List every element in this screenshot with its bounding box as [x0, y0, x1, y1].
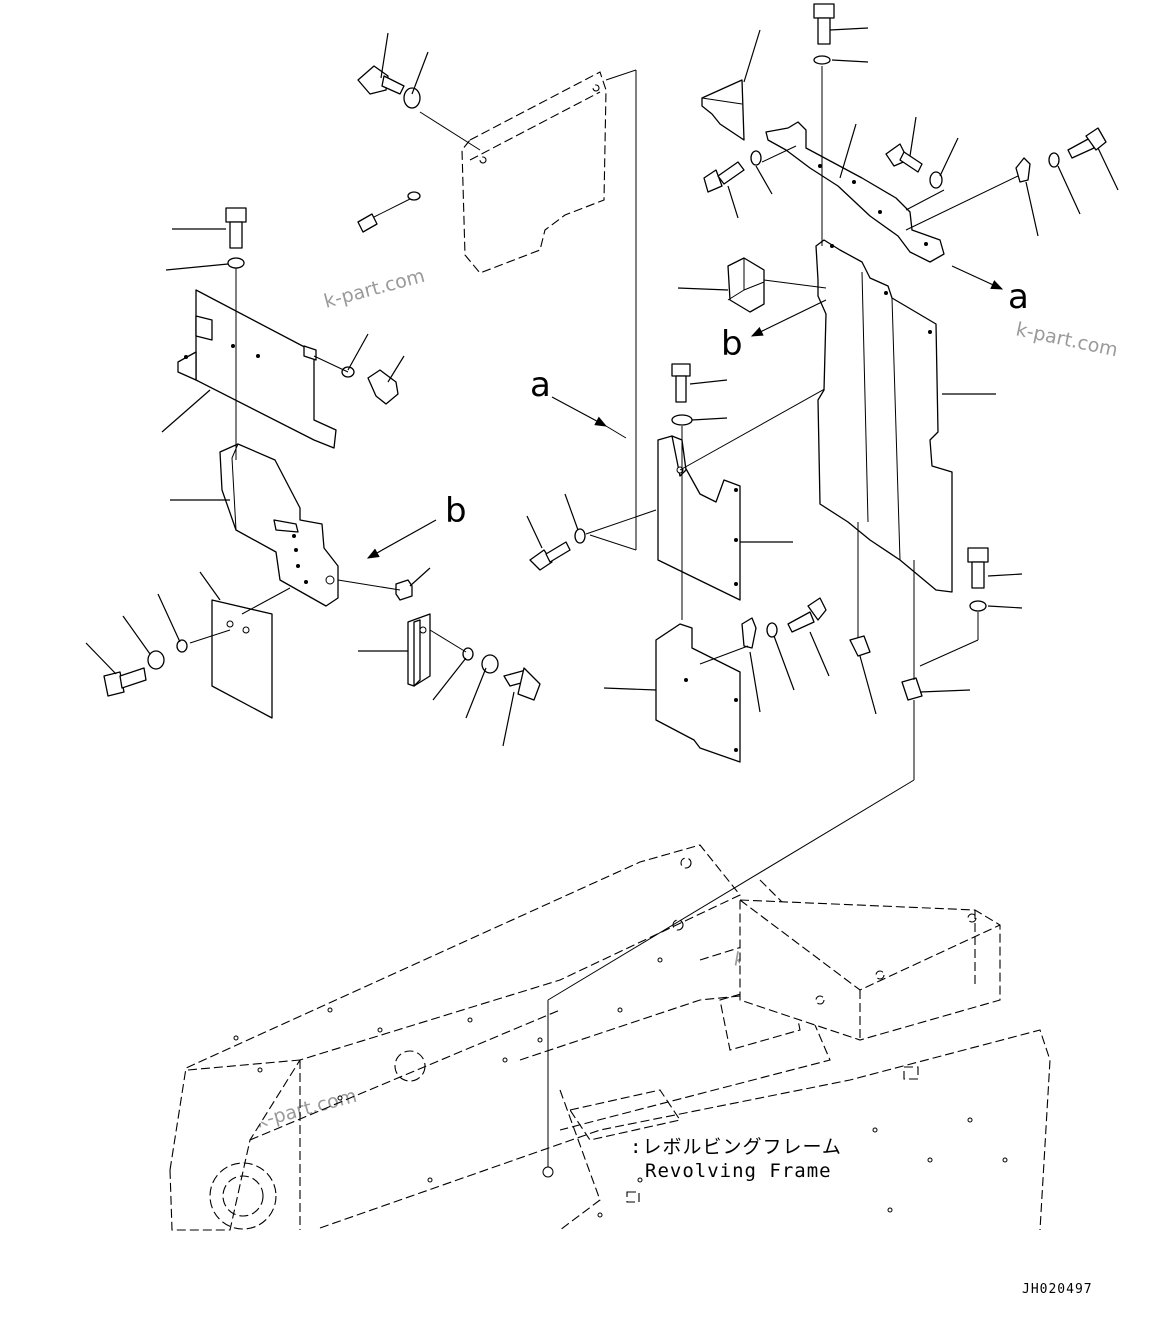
- left-small-angle: [407, 613, 431, 687]
- callout-a-middle: a: [530, 365, 551, 405]
- left-spacer-block: [395, 579, 413, 601]
- frame-boss: [209, 1162, 277, 1230]
- left-bracket: [219, 443, 339, 607]
- middle-leader-lines: [526, 379, 830, 713]
- bolt-head-1: [225, 207, 247, 223]
- drawing-code: JH020497: [1022, 1282, 1093, 1297]
- callout-b-right-arrow: [750, 299, 827, 337]
- frame-bore-2: [222, 1175, 264, 1217]
- bolt-head-6: [671, 363, 691, 377]
- middle-lower-cover: [655, 623, 741, 763]
- bolt-head-10: [703, 169, 723, 193]
- middle-upper-cover: [657, 435, 741, 601]
- reference-panel-top: [461, 71, 607, 274]
- right-top-angle: [701, 79, 745, 141]
- callout-a-right: a: [1008, 277, 1029, 317]
- frame-label-japanese: :レボルビングフレーム: [630, 1136, 842, 1158]
- bolt-head-5: [517, 667, 541, 701]
- dashed-bolt-head: [357, 213, 378, 233]
- left-upper-plate: [177, 289, 337, 449]
- bolt-head-2: [367, 369, 399, 405]
- right-top-bracket: [765, 121, 945, 263]
- frame-holes: [233, 957, 1008, 1218]
- right-alignment-lines: [542, 66, 1019, 1178]
- bolt-head-12: [1085, 127, 1107, 151]
- clip-2: [901, 677, 923, 701]
- right-fasteners: [703, 3, 1107, 701]
- revolving-frame: [169, 844, 1051, 1231]
- right-large-cover: [815, 239, 953, 593]
- bolt-head-8: [807, 597, 827, 621]
- frame-bore-1: [394, 1050, 426, 1082]
- left-lower-plate: [211, 599, 273, 719]
- frame-label-english: Revolving Frame: [645, 1160, 832, 1182]
- callout-a-middle-arrow: [551, 396, 608, 427]
- watermark-2: k-part.com: [1014, 318, 1120, 361]
- callout-b-left: b: [445, 491, 467, 531]
- callout-a-right-arrow: [951, 265, 1004, 290]
- left-fasteners: [103, 65, 541, 701]
- right-block: [727, 257, 765, 313]
- callout-b-right: b: [721, 324, 743, 364]
- middle-fasteners: [529, 363, 827, 649]
- left-leader-lines: [85, 32, 515, 747]
- clip-1: [849, 635, 871, 657]
- watermark-1: k-part.com: [322, 265, 428, 313]
- left-alignment-lines: [189, 69, 637, 653]
- callout-b-left-arrow: [366, 519, 437, 559]
- revolving-frame-label: :レボルビングフレーム Revolving Frame: [630, 1136, 842, 1182]
- bolt-head-13: [967, 547, 989, 563]
- right-leader-lines: [677, 27, 1119, 715]
- bolt-head-9: [813, 3, 835, 19]
